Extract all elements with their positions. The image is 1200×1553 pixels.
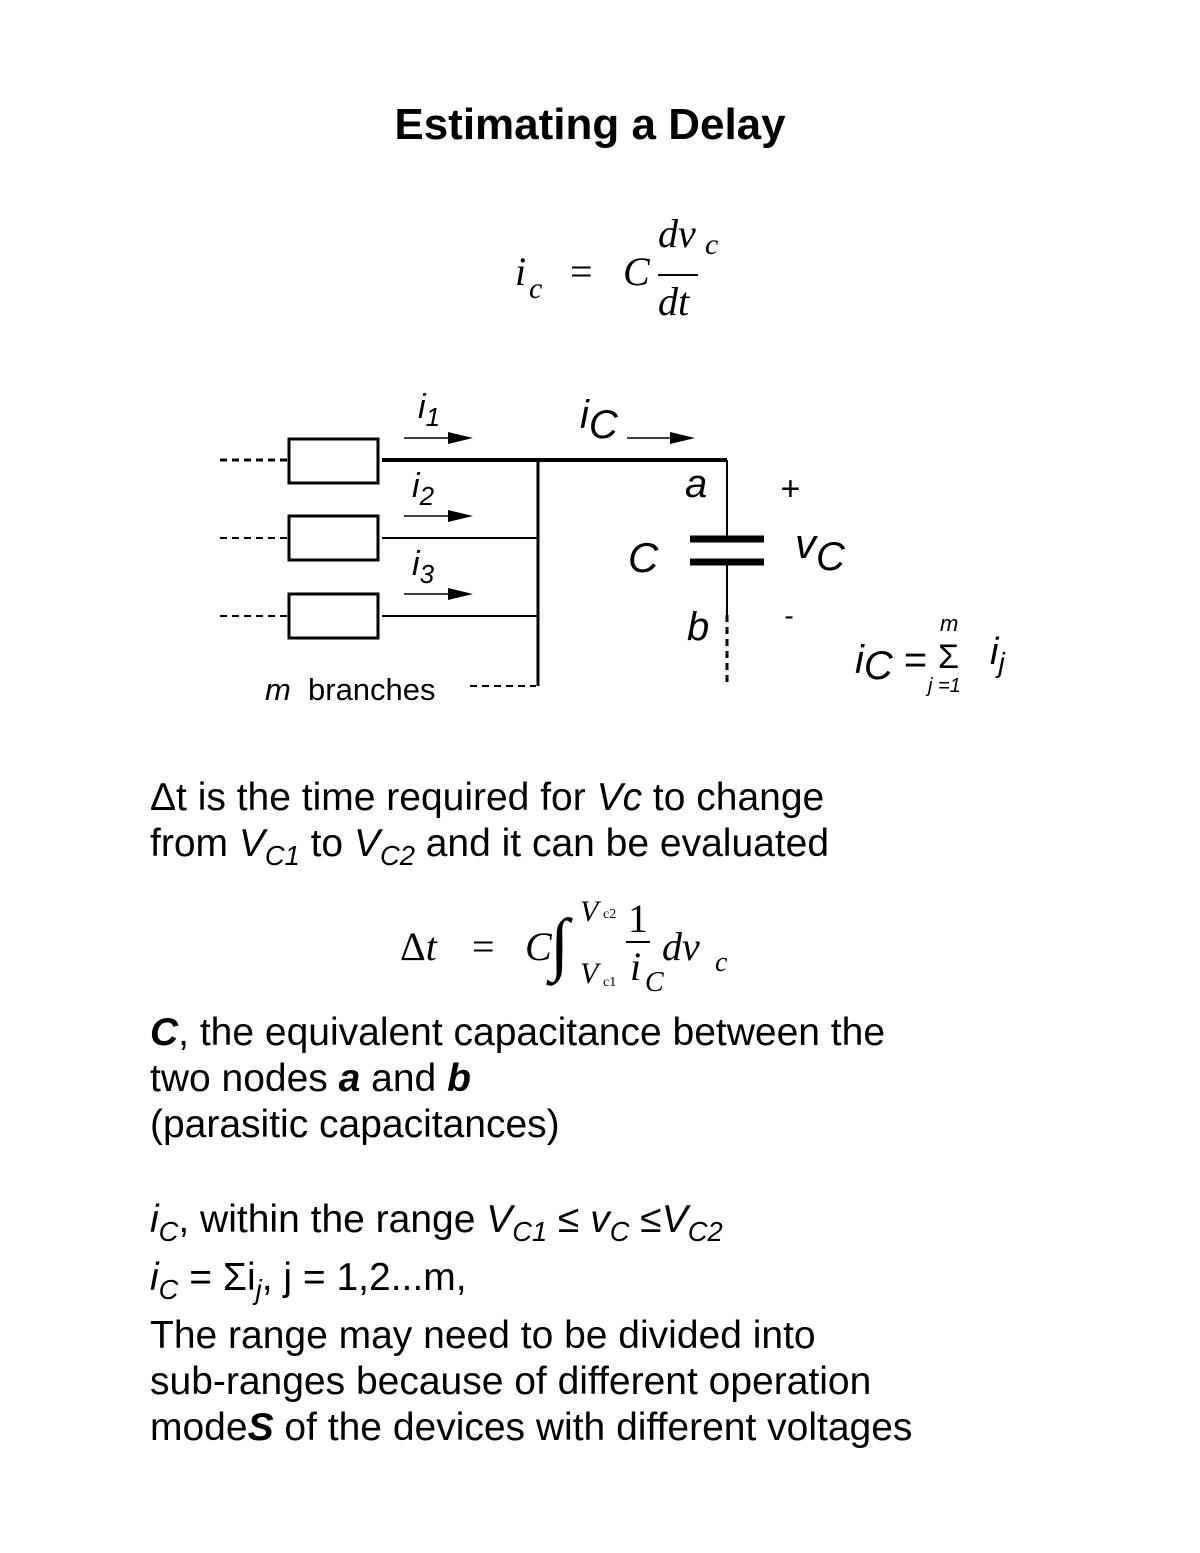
svg-text:Σ: Σ	[938, 638, 959, 676]
capacitor-current-equation: i c = C dv c dt	[515, 211, 719, 324]
vc-label: vC	[795, 520, 846, 579]
capacitor-label: C	[628, 534, 659, 581]
node-b-label: b	[687, 605, 709, 649]
minus-sign: -	[784, 600, 793, 631]
delay-integral-equation: ΔΔtt = C ∫ V c2 V c1 1 i C dv c	[400, 895, 728, 998]
fraction-bar	[658, 274, 698, 276]
current-i2-label: i2	[412, 467, 435, 511]
current-i1-label: i1	[418, 388, 440, 432]
current-ic-label: iC	[580, 393, 619, 447]
sum-equation: iC =	[855, 638, 927, 688]
delta-t-description: Δt is the time required for Vc to change…	[150, 776, 830, 871]
arrow-icon	[448, 432, 473, 444]
svg-text:ij: ij	[990, 631, 1005, 678]
arrow-icon	[670, 432, 695, 444]
current-i3-label: i3	[412, 545, 435, 589]
capacitance-description: C, the equivalent capacitance between th…	[150, 1011, 886, 1146]
plus-sign: +	[780, 470, 800, 508]
current-range-description: iC, within the range VC1 ≤ vC ≤VC2 iC = …	[150, 1198, 913, 1449]
svg-text:m: m	[940, 611, 958, 636]
branches-label: branches	[308, 672, 436, 707]
arrow-icon	[448, 510, 473, 522]
circuit-diagram: i1 i2 i3 iC a C b + - vC m iC = m Σ j =1…	[220, 388, 1005, 707]
svg-text:j =1: j =1	[925, 675, 961, 697]
m-label: m	[265, 672, 291, 707]
arrow-icon	[448, 588, 473, 600]
page-title: Estimating a Delay	[394, 100, 786, 149]
node-a-label: a	[685, 462, 707, 506]
